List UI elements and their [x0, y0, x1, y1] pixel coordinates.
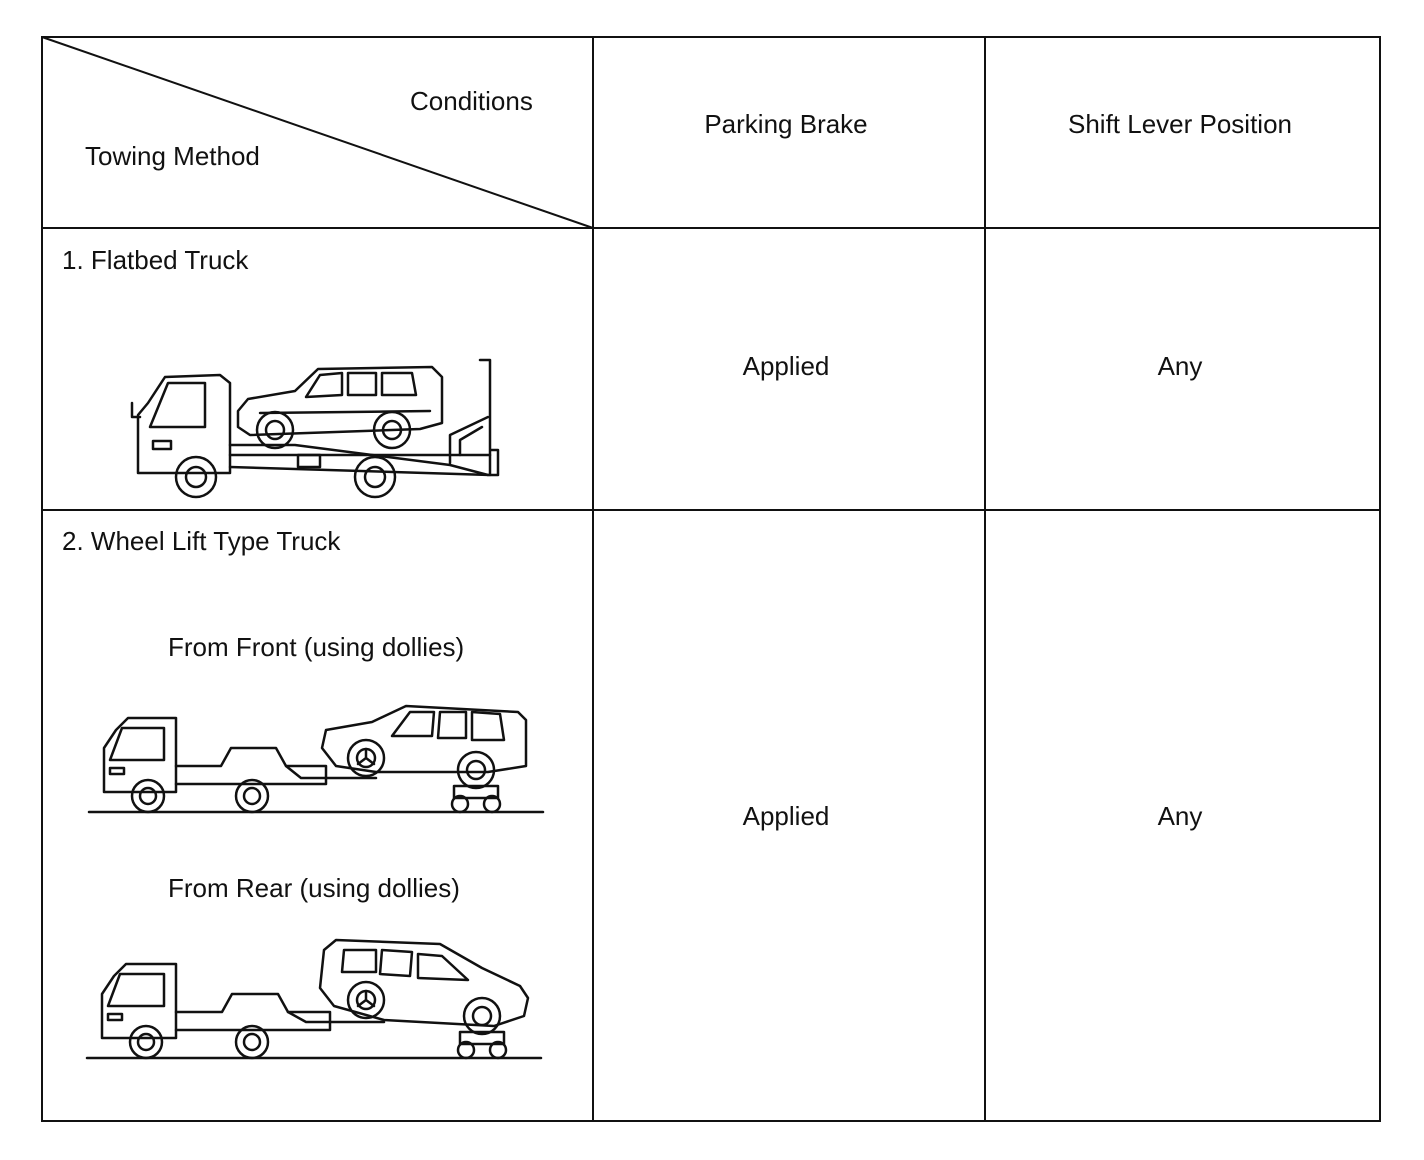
- wheel-lift-truck-towing-from-rear-icon: [85, 938, 543, 1060]
- wheel-lift-truck-towing-from-front-icon: [87, 704, 545, 814]
- header-parking-brake: Parking Brake: [704, 109, 868, 139]
- row-1-parking-brake: Applied: [742, 351, 830, 381]
- header-shift-lever-position: Shift Lever Position: [1067, 109, 1293, 139]
- row-1-shift-lever: Any: [1157, 351, 1203, 381]
- flatbed-truck-carrying-suv-icon: [130, 358, 500, 499]
- caption-from-rear: From Rear (using dollies): [168, 873, 460, 903]
- header-towing-method: Towing Method: [85, 141, 260, 171]
- row-1-method: 1. Flatbed Truck: [62, 245, 249, 275]
- row-2-method: 2. Wheel Lift Type Truck: [62, 526, 341, 556]
- header-diagonal-divider: [41, 36, 594, 229]
- row-2-shift-lever: Any: [1157, 801, 1203, 831]
- header-conditions: Conditions: [410, 86, 533, 116]
- caption-from-front: From Front (using dollies): [168, 632, 465, 662]
- row-2-parking-brake: Applied: [742, 801, 830, 831]
